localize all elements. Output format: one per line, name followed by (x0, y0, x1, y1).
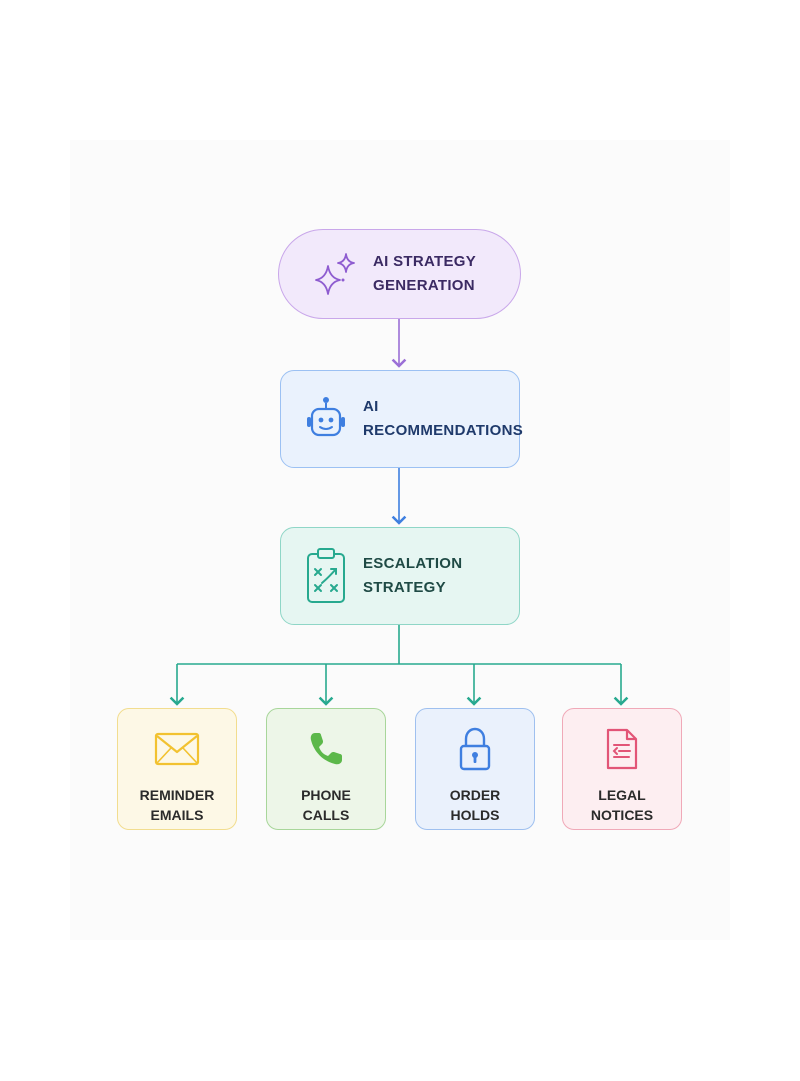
action-phone-calls: PHONE CALLS (266, 708, 386, 830)
action-reminder-emails: REMINDER EMAILS (117, 708, 237, 830)
node-escalation-strategy: ESCALATION STRATEGY (280, 527, 520, 625)
robot-icon (303, 395, 349, 443)
action-label: LEGAL NOTICES (590, 787, 654, 823)
action-label: ORDER HOLDS (449, 787, 501, 823)
phone-icon (306, 727, 346, 771)
action-order-holds: ORDER HOLDS (415, 708, 535, 830)
edge-esc-to-actions (169, 625, 629, 706)
node-ai-recommendations: AI RECOMMENDATIONS (280, 370, 524, 468)
document-icon (605, 727, 639, 771)
node-label: AI RECOMMENDATIONS (363, 398, 524, 439)
sparkles-icon (309, 250, 361, 298)
clipboard-strategy-icon (303, 547, 349, 605)
node-label: AI STRATEGY GENERATION (373, 253, 477, 294)
action-legal-notices: LEGAL NOTICES (562, 708, 682, 830)
node-label: ESCALATION STRATEGY (363, 555, 463, 596)
node-ai-strategy-generation: AI STRATEGY GENERATION (278, 229, 521, 319)
lock-icon (458, 727, 492, 771)
action-label: REMINDER EMAILS (139, 787, 215, 823)
action-label: PHONE CALLS (301, 787, 351, 823)
envelope-icon (154, 727, 200, 771)
